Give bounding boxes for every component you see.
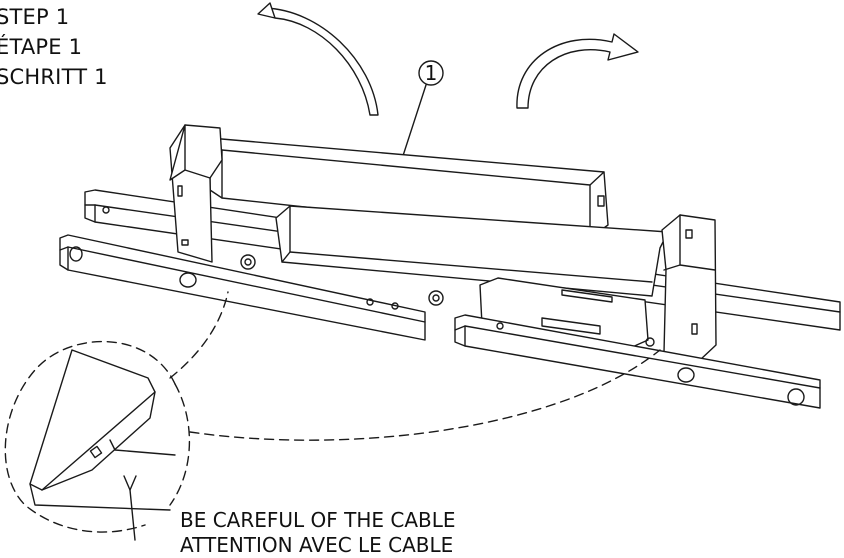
- assembly-diagram: 1: [4, 2, 841, 541]
- step-label-fr: ÉTAPE 1: [0, 35, 83, 59]
- mount-bolts: [240, 254, 444, 306]
- front-rail-right: [454, 314, 821, 409]
- step-label-en: STEP 1: [0, 5, 70, 29]
- cable-warning: BE CAREFUL OF THE CABLE ATTENTION AVEC L…: [180, 508, 456, 558]
- left-upright: [169, 124, 223, 263]
- callout-leader: 1: [399, 60, 444, 166]
- step-heading: STEP 1 ÉTAPE 1 SCHRITT 1: [0, 2, 108, 92]
- beam-lower: [275, 205, 669, 297]
- rotate-cw-arrow-icon: [516, 33, 639, 109]
- callout-number: 1: [425, 61, 438, 85]
- step-label-de: SCHRITT 1: [0, 65, 108, 89]
- cable-warning-en: BE CAREFUL OF THE CABLE: [180, 508, 456, 532]
- detail-callout-circle: [4, 291, 661, 533]
- rotate-ccw-arrow-icon: [257, 2, 379, 116]
- detail-view: [29, 349, 176, 541]
- front-rail-left: [59, 234, 426, 341]
- right-upright: [661, 214, 717, 361]
